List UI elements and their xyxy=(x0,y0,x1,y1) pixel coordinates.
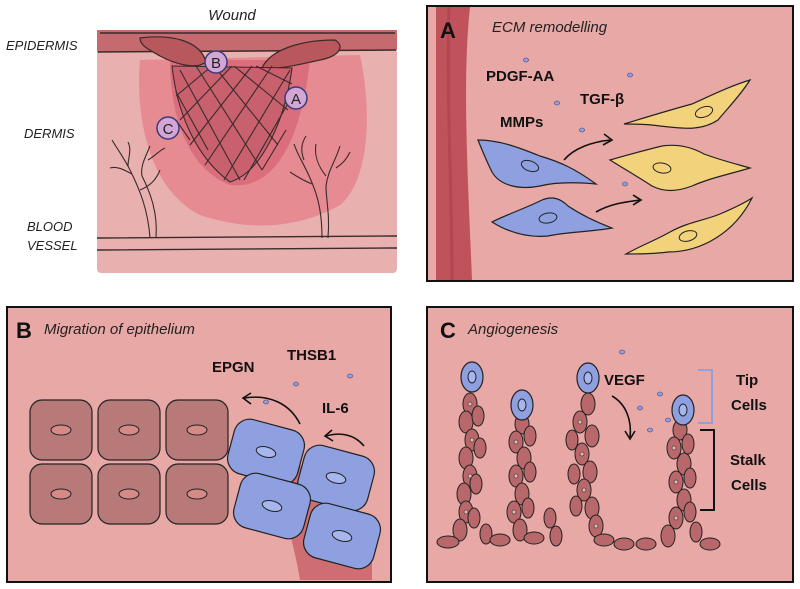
differentiation-arrow xyxy=(595,199,641,213)
stalk-cells-bracket xyxy=(700,429,715,511)
myofibroblast-cell xyxy=(623,78,752,129)
panel-c-letter: C xyxy=(440,318,456,343)
fibroblast-nucleus xyxy=(538,212,558,224)
fibroblast-nucleus xyxy=(520,159,540,173)
marker-b-label: B xyxy=(211,55,221,72)
epgn-label: EPGN xyxy=(212,359,255,376)
panel-a-molecules xyxy=(523,57,633,187)
sprout-2 xyxy=(506,413,563,547)
panel-b: B Migration of epithelium EPGN THSB1 IL-… xyxy=(6,306,392,583)
vegf-label: VEGF xyxy=(604,372,645,389)
marker-c-label: C xyxy=(163,121,174,138)
panel-a-letter: A xyxy=(440,18,456,43)
myofibroblast-nucleus xyxy=(652,162,672,174)
mmps-label: MMPs xyxy=(500,114,543,131)
dermis-label: DERMIS xyxy=(24,126,75,141)
migrating-epithelium xyxy=(226,418,382,570)
stalk-label-2: Cells xyxy=(731,477,767,494)
tip-label-2: Cells xyxy=(731,397,767,414)
differentiation-arrow xyxy=(563,139,611,161)
panel-c-title: Angiogenesis xyxy=(467,321,559,338)
tip-label-1: Tip xyxy=(736,372,758,389)
tip-cells-bracket xyxy=(698,369,713,424)
epidermis-lip-left xyxy=(139,36,207,67)
stalk-nuclei xyxy=(463,401,679,529)
panel-a: A ECM remodelling PDGF-AA TGF-β MMPs xyxy=(426,5,794,282)
epidermis-label: EPIDERMIS xyxy=(6,38,78,53)
overview-skin-diagram: A B C Wound EPIDERMIS DERMIS BLOOD VESSE… xyxy=(6,7,398,273)
tgf-beta-label: TGF-β xyxy=(580,91,624,108)
marker-b-circle xyxy=(204,50,228,74)
fibrin-mesh xyxy=(171,65,293,183)
fibroblast-cell xyxy=(477,139,599,189)
vessel-label: VESSEL xyxy=(27,238,78,253)
panel-c-molecules xyxy=(619,349,671,433)
thsb1-label: THSB1 xyxy=(287,347,336,364)
blood-label: BLOOD xyxy=(27,219,73,234)
panel-a-title: ECM remodelling xyxy=(492,19,608,36)
blood-vessel xyxy=(96,235,398,251)
migration-arrow xyxy=(243,396,301,425)
migration-arrow xyxy=(325,433,365,447)
myofibroblast-nucleus xyxy=(678,230,698,242)
capillary-tree-right xyxy=(289,135,351,239)
marker-a-circle xyxy=(284,86,308,110)
tip-cells xyxy=(460,361,695,426)
panel-b-molecules xyxy=(263,373,353,405)
marker-c-circle xyxy=(156,116,180,140)
panel-c: C Angiogenesis VEGF xyxy=(426,306,794,583)
panel-b-title: Migration of epithelium xyxy=(44,321,195,338)
wound-label: Wound xyxy=(208,7,256,24)
epithelial-sheet xyxy=(29,399,229,525)
vegf-arrow xyxy=(611,395,632,439)
marker-a-label: A xyxy=(291,91,301,108)
stalk-label-1: Stalk xyxy=(730,452,767,469)
pdgf-aa-label: PDGF-AA xyxy=(486,68,554,85)
myofibroblast-cell xyxy=(608,144,753,192)
epidermis-lip-right xyxy=(261,39,341,69)
panel-b-letter: B xyxy=(16,318,32,343)
panel-a-tissue-edge xyxy=(436,7,472,280)
capillary-tree-left xyxy=(109,139,166,239)
myofibroblast-cell xyxy=(623,196,754,255)
myofibroblast-nucleus xyxy=(694,105,714,119)
il6-label: IL-6 xyxy=(322,400,349,417)
